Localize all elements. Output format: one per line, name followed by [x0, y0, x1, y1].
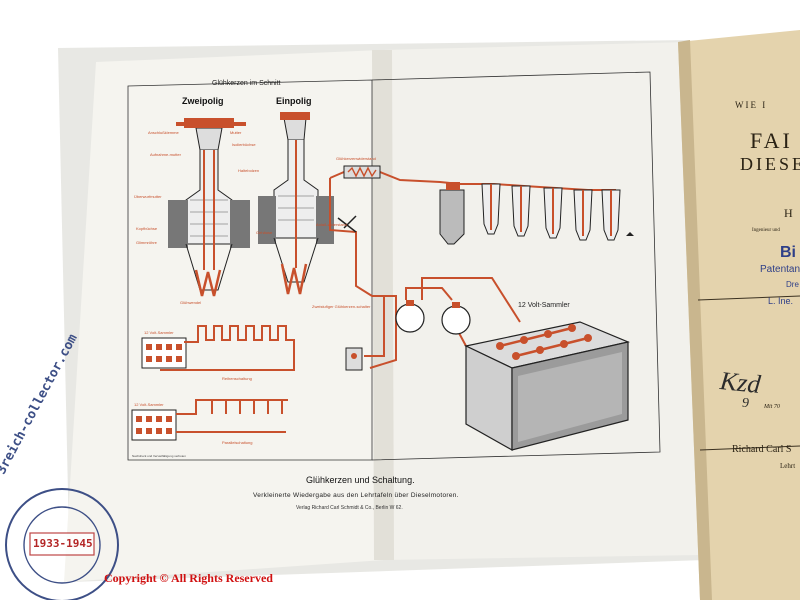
cover-publisher: Richard Carl S: [732, 444, 792, 455]
wiring-diagram-drawing: [329, 165, 616, 371]
caption-title: Glühkerzen und Schaltung.: [306, 475, 415, 485]
left-page: [64, 50, 384, 582]
footer-tiny: Nachdruck und Vervielfältigung verboten: [132, 454, 186, 458]
cover-publisher2: Lehrt: [780, 462, 796, 470]
series-circuit-drawing: [141, 325, 295, 371]
cover-line4: H: [784, 206, 793, 220]
label-glimmrohre: Glimmröhre: [136, 240, 157, 245]
cover-line3: DIESE: [740, 154, 800, 174]
watermark-seal: [5, 488, 119, 600]
handwriting-nine: 9: [742, 396, 749, 411]
label-zweipolig: Zweipolig: [182, 96, 224, 106]
label-parallelschaltung: Parallelschaltung: [222, 440, 253, 445]
injectors-row-drawing: [481, 183, 634, 241]
watermark-copyright: Copyright © All Rights Reserved: [104, 571, 273, 585]
caption-publisher: Verlag Richard Carl Schmidt & Co., Berli…: [296, 505, 403, 511]
stamp-bi: Bi: [780, 244, 796, 261]
right-page: [382, 42, 700, 560]
stamp-patentan: Patentan: [760, 264, 800, 275]
label-anlasswiderstand: Anlaß-widerstand: [316, 222, 348, 227]
label-gehause: Gehäuse: [256, 230, 273, 235]
label-mutter: Mutter: [230, 130, 242, 135]
battery-drawing: [464, 321, 630, 452]
label-gluhwendel: Glühwendel: [180, 300, 202, 305]
cover-line6: Mit 70: [764, 404, 780, 410]
label-einpolig: Einpolig: [276, 96, 312, 106]
brochure-cover: [678, 30, 800, 600]
stamp-lme: L. Ine.: [768, 296, 794, 306]
label-sammler-parallel: 12 Volt-Sammler: [134, 402, 164, 407]
label-gluhkerzenwiderstand: Glühkerzenwiderstand: [336, 156, 376, 161]
label-sammler-reihe: 12 Volt-Sammler: [144, 330, 174, 335]
parallel-circuit-drawing: [131, 399, 288, 441]
stamp-dre: Dre: [786, 280, 799, 289]
cover-line5: Ingenieur und: [752, 228, 780, 233]
watermark-years: 1933-1945: [33, 537, 93, 550]
label-haltebolzen: Haltebolzen: [238, 168, 260, 173]
label-anschlussklemme: Anschlußklemme: [148, 130, 179, 135]
diagram-header: Glühkerzen im Schnitt: [212, 80, 281, 87]
label-12-volt-sammler: 12 Volt-Sammler: [518, 302, 570, 309]
label-reihenschaltung: Reihenschaltung: [222, 376, 252, 381]
label-isolierbuchse: Isolierbüchse: [232, 142, 256, 147]
handwriting-kzd: Kzd: [718, 365, 762, 400]
label-aufnahmemutter: Aufnahme-mutter: [150, 152, 181, 157]
label-gluhkerzenschalter: Zweistufiger Glühkerzen-schalter: [312, 304, 371, 309]
cover-line2: FAI: [750, 128, 793, 153]
cover-line1: WIE I: [735, 100, 768, 110]
caption-subtitle: Verkleinerte Wiedergabe aus den Lehrtafe…: [253, 492, 459, 499]
glow-plug-zweipolig-drawing: [168, 118, 250, 297]
label-uberwurfmutter: Überwurfmutter: [134, 194, 162, 199]
label-kopfbuchse: Kopfbüchse: [136, 226, 158, 231]
